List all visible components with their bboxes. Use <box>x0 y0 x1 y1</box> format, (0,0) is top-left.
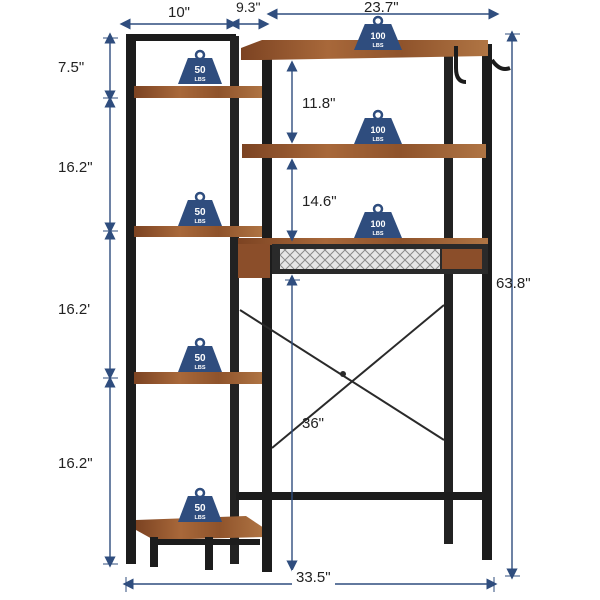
label-clearance: 36" <box>302 415 325 432</box>
dimension-ticks <box>103 33 520 592</box>
weight-unit: LBS <box>195 77 206 83</box>
weight-unit: LBS <box>373 137 384 143</box>
label-total-width: 33.5" <box>292 570 335 585</box>
stand-rail <box>150 539 260 545</box>
right-unit <box>236 40 511 572</box>
weight-value: 50 <box>194 65 206 76</box>
drawer-wood-panel <box>442 249 482 269</box>
hook-left <box>454 46 467 84</box>
stand-leg-b <box>205 537 213 570</box>
label-gap-top: 7.5" <box>58 59 85 76</box>
stand-leg-a <box>150 537 158 567</box>
label-gap-2: 16.2' <box>58 301 91 318</box>
right-back-leg <box>444 44 453 544</box>
weight-unit: LBS <box>373 43 384 49</box>
weight-value: 50 <box>194 353 206 364</box>
weight-unit: LBS <box>195 515 206 521</box>
weight-unit: LBS <box>373 231 384 237</box>
left-shelf-4 <box>136 516 264 540</box>
label-shelf-upper: 11.8" <box>302 95 336 112</box>
cross-brace-center <box>340 371 346 377</box>
label-width-left: 10" <box>168 4 191 21</box>
drawer-shelf-top <box>238 238 488 245</box>
left-shelf-2 <box>134 226 264 237</box>
bottom-rail <box>236 492 482 500</box>
left-front-leg <box>126 34 136 564</box>
left-tower <box>126 34 264 570</box>
weight-value: 100 <box>370 219 385 229</box>
cross-brace-b <box>271 304 445 449</box>
left-shelf-3 <box>134 372 264 384</box>
label-shelf-lower: 14.6" <box>302 193 337 210</box>
right-front-right-leg <box>482 44 492 560</box>
middle-shelf <box>242 144 486 158</box>
label-total-height: 63.8" <box>496 275 531 292</box>
left-inner-leg <box>230 36 239 564</box>
right-front-left-leg <box>262 48 272 572</box>
label-width-top: 23.7" <box>364 0 399 16</box>
left-shelf-1 <box>134 86 264 98</box>
drawer-mesh <box>280 249 440 269</box>
drawer-side <box>238 244 270 278</box>
weight-unit: LBS <box>195 365 206 371</box>
label-gap-3: 16.2" <box>58 455 93 472</box>
weight-value: 50 <box>194 503 206 514</box>
label-depth: 9.3" <box>236 0 261 15</box>
left-top-rail <box>126 34 236 41</box>
weight-value: 50 <box>194 207 206 218</box>
label-gap-1: 16.2" <box>58 159 93 176</box>
weight-value: 100 <box>370 125 385 135</box>
weight-unit: LBS <box>195 219 206 225</box>
hook-right <box>490 58 511 71</box>
weight-value: 100 <box>370 31 385 41</box>
